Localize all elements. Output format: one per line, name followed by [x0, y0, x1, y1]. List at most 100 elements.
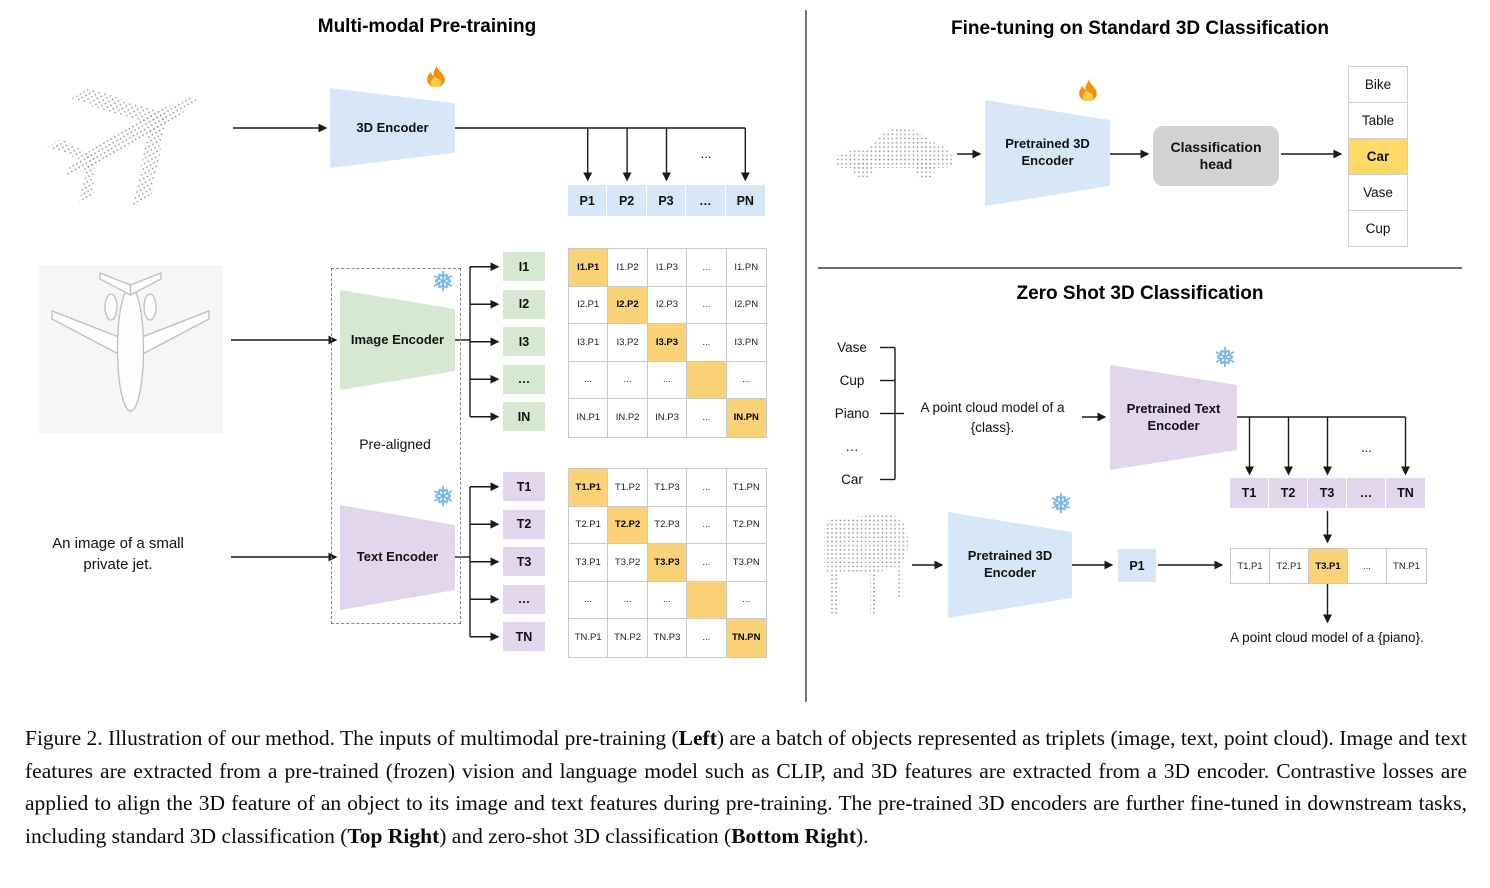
i-row-label: I3	[503, 327, 545, 357]
i-row-label: I2	[503, 289, 545, 319]
matrix-cell: I2.P2	[608, 286, 648, 324]
class-word: Piano	[834, 406, 870, 421]
t-row-cell: T2	[1269, 478, 1308, 508]
pretrained-3d-encoder-label: Pretrained 3D Encoder	[967, 548, 1053, 580]
p-row-cell: P2	[607, 185, 647, 216]
matrix-cell: T3.PN	[726, 544, 766, 582]
fire-icon	[427, 65, 445, 87]
matrix-cell: ...	[687, 544, 727, 582]
class-option: Cup	[1348, 210, 1408, 247]
ellipsis-label: ...	[700, 146, 712, 161]
matrix-cell: I2.P3	[647, 286, 688, 324]
matrix-cell: TN.P2	[608, 619, 648, 657]
fire-icon	[1079, 79, 1097, 101]
result-cell: TN.P1	[1393, 560, 1420, 572]
t-row-cell: TN	[1386, 478, 1425, 508]
class-option: Car	[1348, 138, 1408, 175]
matrix-cell: IN.P1	[569, 399, 609, 437]
caption-text: ) are a batch of objects represented as …	[25, 726, 1467, 849]
caption-text: Figure 2. Illustration of our method. Th…	[25, 726, 679, 750]
p-row-cell: P1	[568, 185, 608, 216]
3d-encoder-label: 3D Encoder	[356, 119, 429, 135]
pretrained-3d-encoder-label: Pretrained 3D Encoder	[1005, 136, 1090, 168]
class-word: Vase	[837, 340, 867, 355]
class-word: Car	[841, 472, 863, 487]
class-option: Table	[1348, 102, 1408, 139]
matrix-cell: I1.PN	[726, 249, 766, 287]
i-row-label: …	[503, 364, 545, 394]
matrix-cell: T1.P2	[608, 469, 648, 507]
matrix-cell: ...	[569, 581, 609, 619]
pretrained-3d-encoder-block: Pretrained 3D Encoder	[985, 100, 1110, 206]
p-row-cell: P3	[646, 185, 687, 216]
matrix-cell: I1.P2	[608, 249, 648, 287]
airplane-point-cloud	[47, 88, 197, 207]
matrix-cell: I3.P2	[608, 324, 648, 362]
matrix-cell: I1.P1	[569, 249, 609, 287]
matrix-cell: ...	[647, 581, 688, 619]
matrix-cell: T1.PN	[726, 469, 766, 507]
matrix-cell: TN.PN	[726, 619, 766, 657]
left-panel-title: Multi-modal Pre-training	[317, 16, 537, 37]
class-word: …	[845, 439, 859, 454]
classification-head-block: Classification head	[1153, 126, 1279, 186]
p1-feature-cell: P1	[1118, 549, 1156, 582]
caption-bold-term: Bottom Right	[731, 824, 857, 849]
matrix-cell: TN.P3	[648, 619, 688, 657]
matrix-cell: T3.P3	[647, 544, 688, 582]
3d-encoder-block: 3D Encoder	[330, 88, 455, 168]
matrix-cell: ...	[726, 582, 766, 619]
p-row-cell: …	[686, 185, 726, 216]
matrix-cell: ...	[687, 249, 727, 287]
pretrained-text-encoder-label: Pretrained Text Encoder	[1126, 400, 1221, 433]
image-text-caption: An image of a small private jet.	[52, 535, 184, 573]
matrix-cell: I3.P1	[569, 324, 609, 362]
matrix-cell	[687, 581, 727, 619]
t-row-label: TN	[503, 622, 545, 652]
matrix-cell: I2.P1	[569, 286, 609, 324]
class-word: Cup	[839, 373, 865, 388]
result-cell: T2.P1	[1270, 549, 1309, 583]
caption-text: ).	[856, 824, 869, 849]
matrix-cell: I2.PN	[726, 287, 766, 324]
matrix-cell: T2.PN	[726, 507, 766, 544]
i-row-label: IN	[503, 402, 545, 432]
caption-text: ) and zero-shot 3D classification (	[439, 824, 732, 849]
matrix-cell: ...	[608, 361, 648, 399]
matrix-cell: I3.PN	[726, 324, 766, 362]
matrix-cell: IN.PN	[726, 399, 766, 437]
prompt-text: A point cloud model of a {class}.	[920, 400, 1065, 435]
p-row-cell: PN	[725, 185, 765, 216]
jet-image	[38, 265, 223, 433]
caption-bold-term: Top Right	[347, 824, 440, 849]
matrix-cell: ...	[687, 324, 727, 362]
matrix-cell: T3.P2	[608, 544, 648, 582]
matrix-cell: ...	[647, 361, 688, 399]
t-row-cell: …	[1347, 478, 1386, 508]
t-row-label: …	[503, 584, 545, 614]
matrix-cell: ...	[687, 619, 727, 657]
snowflake-icon	[433, 270, 453, 292]
piano-point-cloud	[824, 514, 908, 614]
matrix-cell: ...	[726, 362, 766, 399]
class-option: Vase	[1348, 174, 1408, 211]
matrix-cell: IN.P2	[608, 399, 648, 437]
t-row-label: T2	[503, 509, 545, 539]
matrix-cell: T1.P1	[569, 469, 609, 507]
i-row-label: I1	[503, 252, 545, 282]
figure-caption: Figure 2. Illustration of our method. Th…	[25, 722, 1467, 853]
zeroshot-result-caption: A point cloud model of a {piano}.	[1230, 630, 1424, 645]
matrix-cell: ...	[687, 286, 727, 324]
matrix-cell: ...	[569, 361, 609, 399]
matrix-cell: T2.P2	[608, 506, 648, 544]
snowflake-icon	[1051, 492, 1071, 514]
